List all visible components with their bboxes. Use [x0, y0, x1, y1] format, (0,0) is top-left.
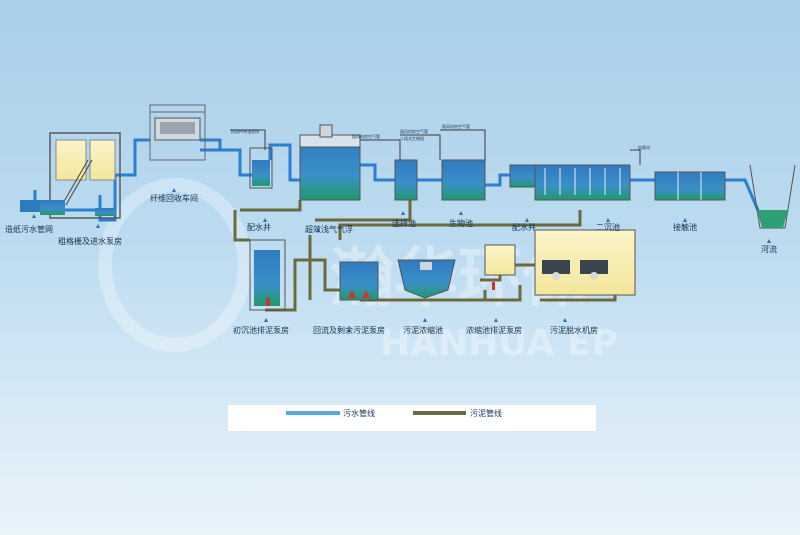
contact-tank [654, 171, 726, 222]
watermark-brand-en: HANHUA EP [380, 323, 618, 364]
dosing-tank [249, 147, 273, 189]
label-distribution-well-1: 配水井 [247, 222, 271, 232]
legend-sewage-label: 污水管线 [343, 408, 375, 418]
label-selection-tank: 选择池 [392, 218, 416, 228]
label-dewatering-room: 污泥脱水机房 [550, 325, 598, 335]
label-dosing-room: 加氯间 [638, 144, 650, 150]
thickener-pump [484, 244, 516, 322]
label-return-sludge-pump: 回流及剩余污泥泵房 [313, 325, 385, 335]
label-bio-tank: 生物池 [449, 218, 473, 228]
fiber-recovery-house [149, 104, 206, 192]
label-screen-pump: 粗格栅及进水泵房 [58, 236, 122, 246]
screen-pump-house [40, 132, 121, 228]
label-pam-dosing: 投加PAM加药间 [231, 128, 259, 134]
label-sludge-thickener: 污泥浓缩池 [403, 325, 443, 335]
secondary-clarifier [509, 164, 631, 222]
label-paper-sewage: 造纸污水管网 [5, 224, 53, 234]
label-river: 河流 [761, 244, 777, 254]
label-contact-tank: 接触池 [673, 222, 697, 232]
legend-sludge-label: 污泥管线 [470, 408, 502, 418]
sludge-pipes [233, 200, 617, 312]
label-distribution-well-2: 配水井 [512, 222, 536, 232]
label-blower-3: 鼓风机房空气管 [442, 123, 470, 129]
label-secondary-clarifier: 二沉池 [596, 222, 620, 232]
bio-tank [441, 159, 486, 215]
label-sbr-note: 二段式生物段 [400, 135, 424, 141]
watermark: 瀚华环保 HANHUA EP [98, 178, 618, 364]
river [749, 164, 796, 243]
label-daf: 超效浅气气浮 [305, 224, 353, 234]
primary-sludge-pump [249, 239, 286, 322]
legend [228, 405, 596, 431]
daf-unit [299, 124, 361, 232]
dewatering-room [534, 229, 636, 322]
label-blower-1: 鼓风机房空气管 [352, 133, 380, 139]
selection-tank [394, 159, 418, 215]
return-sludge-pump [339, 261, 379, 332]
label-thickener-pump: 浓缩池排泥泵房 [466, 325, 522, 335]
sludge-thickener [397, 259, 456, 322]
label-primary-sludge-pump: 初沉池排泥泵房 [233, 325, 289, 335]
label-fiber-recovery: 纤维回收车间 [150, 193, 198, 203]
label-blower-2: 鼓风机房空气管 [400, 128, 428, 134]
